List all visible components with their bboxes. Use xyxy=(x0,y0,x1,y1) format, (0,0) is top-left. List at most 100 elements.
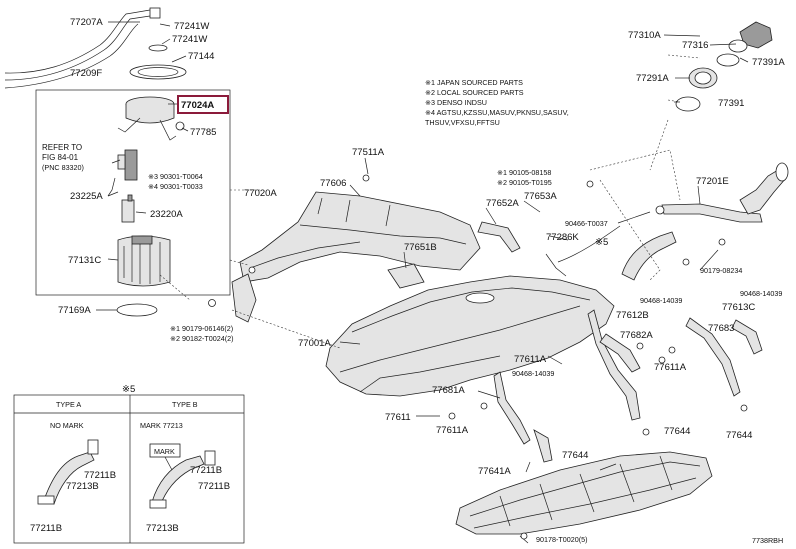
tank-strap-c xyxy=(685,317,741,397)
fuel-tank-protector xyxy=(239,191,481,283)
part-label[interactable]: 90468-14039 xyxy=(512,369,554,378)
tank-strap-f xyxy=(533,429,553,463)
filler-neck-pipe xyxy=(621,162,789,281)
hose-type-b xyxy=(149,443,216,509)
note-line: ※4 AGTSU,KZSSU,MASUV,PKNSU,SASUV, xyxy=(425,108,569,117)
part-label[interactable]: 77511A xyxy=(352,147,385,158)
part-label[interactable]: 77644 xyxy=(664,426,690,437)
part-label[interactable]: 77644 xyxy=(562,450,588,461)
part-label-77024A[interactable]: 77024A xyxy=(181,100,214,111)
part-label[interactable]: 77201E xyxy=(696,176,729,187)
part-label[interactable]: 77606 xyxy=(320,178,346,189)
part-label[interactable]: 77241W xyxy=(172,34,207,45)
part-label[interactable]: 77286K xyxy=(546,232,579,243)
part-label[interactable]: ※2 90105-T0195 xyxy=(497,178,552,187)
tank-bracket xyxy=(231,273,257,323)
part-label[interactable]: 77682A xyxy=(620,330,653,341)
refer-note: REFER TO FIG 84-01 (PNC 83320) xyxy=(42,143,84,172)
protector-pad xyxy=(387,263,425,289)
part-label[interactable]: ※3 90301-T0064 xyxy=(148,172,203,181)
part-label[interactable]: 77211B xyxy=(198,481,230,492)
part-label[interactable]: 77653A xyxy=(524,191,557,202)
fuel-suction-filter xyxy=(117,235,171,287)
part-label[interactable]: 77683 xyxy=(708,323,734,334)
note-line: ※3 DENSO INDSU xyxy=(425,98,487,107)
part-label[interactable]: 77391A xyxy=(752,57,785,68)
tank-strap-e xyxy=(493,371,531,445)
part-label[interactable]: 77241W xyxy=(174,21,209,32)
part-label[interactable]: 77291A xyxy=(636,73,669,84)
tank-under-cover xyxy=(455,451,713,535)
part-label[interactable]: 23225A xyxy=(70,191,103,202)
tank-strap-b xyxy=(599,333,641,373)
part-label[interactable]: 77644 xyxy=(726,430,752,441)
part-label[interactable]: 77310A xyxy=(628,30,661,41)
part-label[interactable]: ※1 90179-06146(2) xyxy=(170,324,233,333)
part-label[interactable]: 77652A xyxy=(486,198,519,209)
notes-block: ※1 JAPAN SOURCED PARTS ※2 LOCAL SOURCED … xyxy=(425,78,569,127)
part-label[interactable]: 77144 xyxy=(188,51,214,62)
no-mark-text: NO MARK xyxy=(50,421,84,430)
part-label[interactable]: 77131C xyxy=(68,255,101,266)
part-label[interactable]: 90468-14039 xyxy=(740,289,782,298)
part-label[interactable]: 77785 xyxy=(190,127,216,138)
refer-line: (PNC 83320) xyxy=(42,163,84,172)
lock-ring xyxy=(129,64,187,80)
part-label[interactable]: 77611 xyxy=(385,412,411,423)
part-label[interactable]: 77391 xyxy=(718,98,744,109)
fuel-line-tube xyxy=(4,7,161,89)
part-label[interactable]: 77169A xyxy=(58,305,91,316)
part-label[interactable]: ※4 90301-T0033 xyxy=(148,182,203,191)
part-label[interactable]: 77020A xyxy=(244,188,277,199)
part-label: ※5 xyxy=(595,237,608,248)
tank-strap-d xyxy=(731,319,763,355)
part-label[interactable]: 77213B xyxy=(66,481,99,492)
type-a-heading: TYPE A xyxy=(56,400,81,409)
tank-strap-a xyxy=(587,309,641,421)
pump-gasket xyxy=(148,44,168,52)
part-label[interactable]: 90466-T0037 xyxy=(565,219,608,228)
fuel-pump-assembly xyxy=(107,149,138,223)
refer-line: REFER TO xyxy=(42,143,82,152)
part-label[interactable]: 77651B xyxy=(404,242,437,253)
type-inset-frame xyxy=(13,394,245,544)
part-label[interactable]: ※2 90182-T0024(2) xyxy=(170,334,234,343)
part-label: ※5 xyxy=(122,384,135,395)
part-label[interactable]: 77211B xyxy=(190,465,222,476)
part-label[interactable]: 23220A xyxy=(150,209,183,220)
part-label[interactable]: 90468-14039 xyxy=(640,296,682,305)
part-labels: 77207A 77241W 77241W 77144 77209F 77785 … xyxy=(30,17,785,545)
type-b-heading: TYPE B xyxy=(172,400,198,409)
part-label[interactable]: 77211B xyxy=(84,470,116,481)
part-label[interactable]: 77211B xyxy=(30,523,62,534)
fuel-cap-parts xyxy=(675,21,773,112)
part-label[interactable]: 77611A xyxy=(436,425,469,436)
highlight-frame[interactable] xyxy=(177,95,229,114)
bolt-icons xyxy=(208,174,748,540)
part-label[interactable]: 77316 xyxy=(682,40,708,51)
figure-number: 7738RBH xyxy=(752,536,783,545)
part-label[interactable]: 77207A xyxy=(70,17,103,28)
part-label[interactable]: 77213B xyxy=(146,523,179,534)
part-label[interactable]: 77001A xyxy=(298,338,331,349)
note-line: THSUV,VFXSU,FFTSU xyxy=(425,118,500,127)
part-label[interactable]: ※1 90105-08158 xyxy=(497,168,551,177)
part-label[interactable]: 77209F xyxy=(70,68,102,79)
part-label[interactable]: 77613C xyxy=(722,302,755,313)
part-label[interactable]: 77611A xyxy=(654,362,687,373)
pump-module-top xyxy=(117,96,185,141)
part-label[interactable]: 77681A xyxy=(432,385,465,396)
part-label[interactable]: 90178-T0020(5) xyxy=(536,535,588,544)
part-label[interactable]: 77611A xyxy=(514,354,547,365)
mark-text: MARK 77213 xyxy=(140,421,183,430)
fuel-pump-group-frame xyxy=(35,89,231,296)
pump-o-ring xyxy=(116,303,158,317)
part-label[interactable]: 77612B xyxy=(616,310,649,321)
part-label[interactable]: 90179-08234 xyxy=(700,266,742,275)
note-line: ※1 JAPAN SOURCED PARTS xyxy=(425,78,523,87)
part-label[interactable]: 77641A xyxy=(478,466,511,477)
mark-tag-text: MARK xyxy=(154,447,175,456)
hose-type-a xyxy=(37,439,99,505)
refer-line: FIG 84-01 xyxy=(42,153,79,162)
